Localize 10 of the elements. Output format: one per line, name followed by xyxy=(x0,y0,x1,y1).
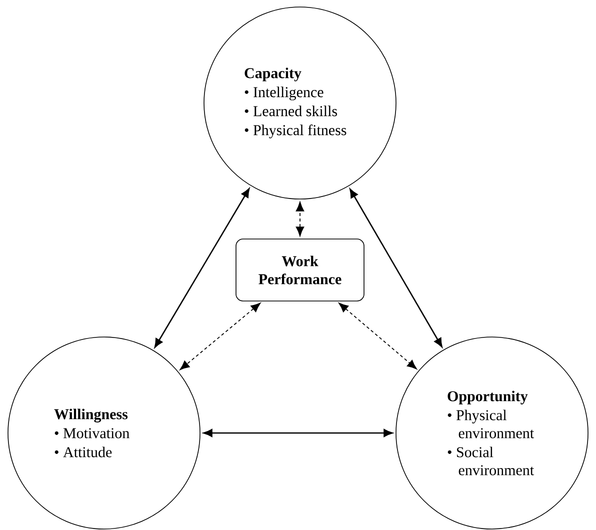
rounded-box: Work Performance xyxy=(236,238,364,302)
arrow xyxy=(180,302,261,370)
arrow xyxy=(154,188,250,348)
circle-node: Capacity • Intelligence • Learned skills • Physical fitness xyxy=(204,6,396,200)
arrow xyxy=(296,202,304,236)
arrow xyxy=(350,188,442,348)
circle-node: Opportunity • Physical environment • Social environment xyxy=(396,336,588,530)
arrow xyxy=(203,429,393,437)
arrow xyxy=(338,302,417,370)
circle-node: Willingness • Motivation • Attitude xyxy=(8,336,200,530)
